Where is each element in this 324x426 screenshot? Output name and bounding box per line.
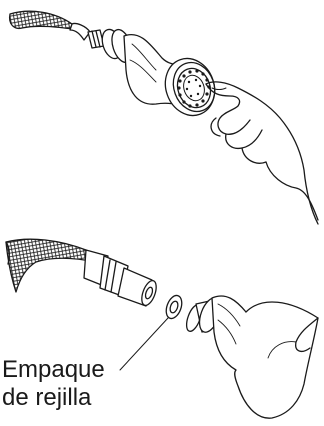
- shower-head-bottom: [184, 295, 318, 418]
- braided-hose-bottom: [6, 239, 96, 292]
- screen-gasket: [163, 293, 184, 320]
- hose-connector-bottom: [84, 250, 159, 307]
- hand-top: [206, 82, 318, 224]
- top-step-illustration: [10, 11, 318, 224]
- braided-hose-top: [10, 11, 80, 30]
- callout-line-1: Empaque: [2, 356, 152, 384]
- callout-line-2: de rejilla: [2, 384, 152, 412]
- gasket-callout-label: Empaque de rejilla: [2, 356, 152, 412]
- hose-connector-top: [88, 30, 104, 48]
